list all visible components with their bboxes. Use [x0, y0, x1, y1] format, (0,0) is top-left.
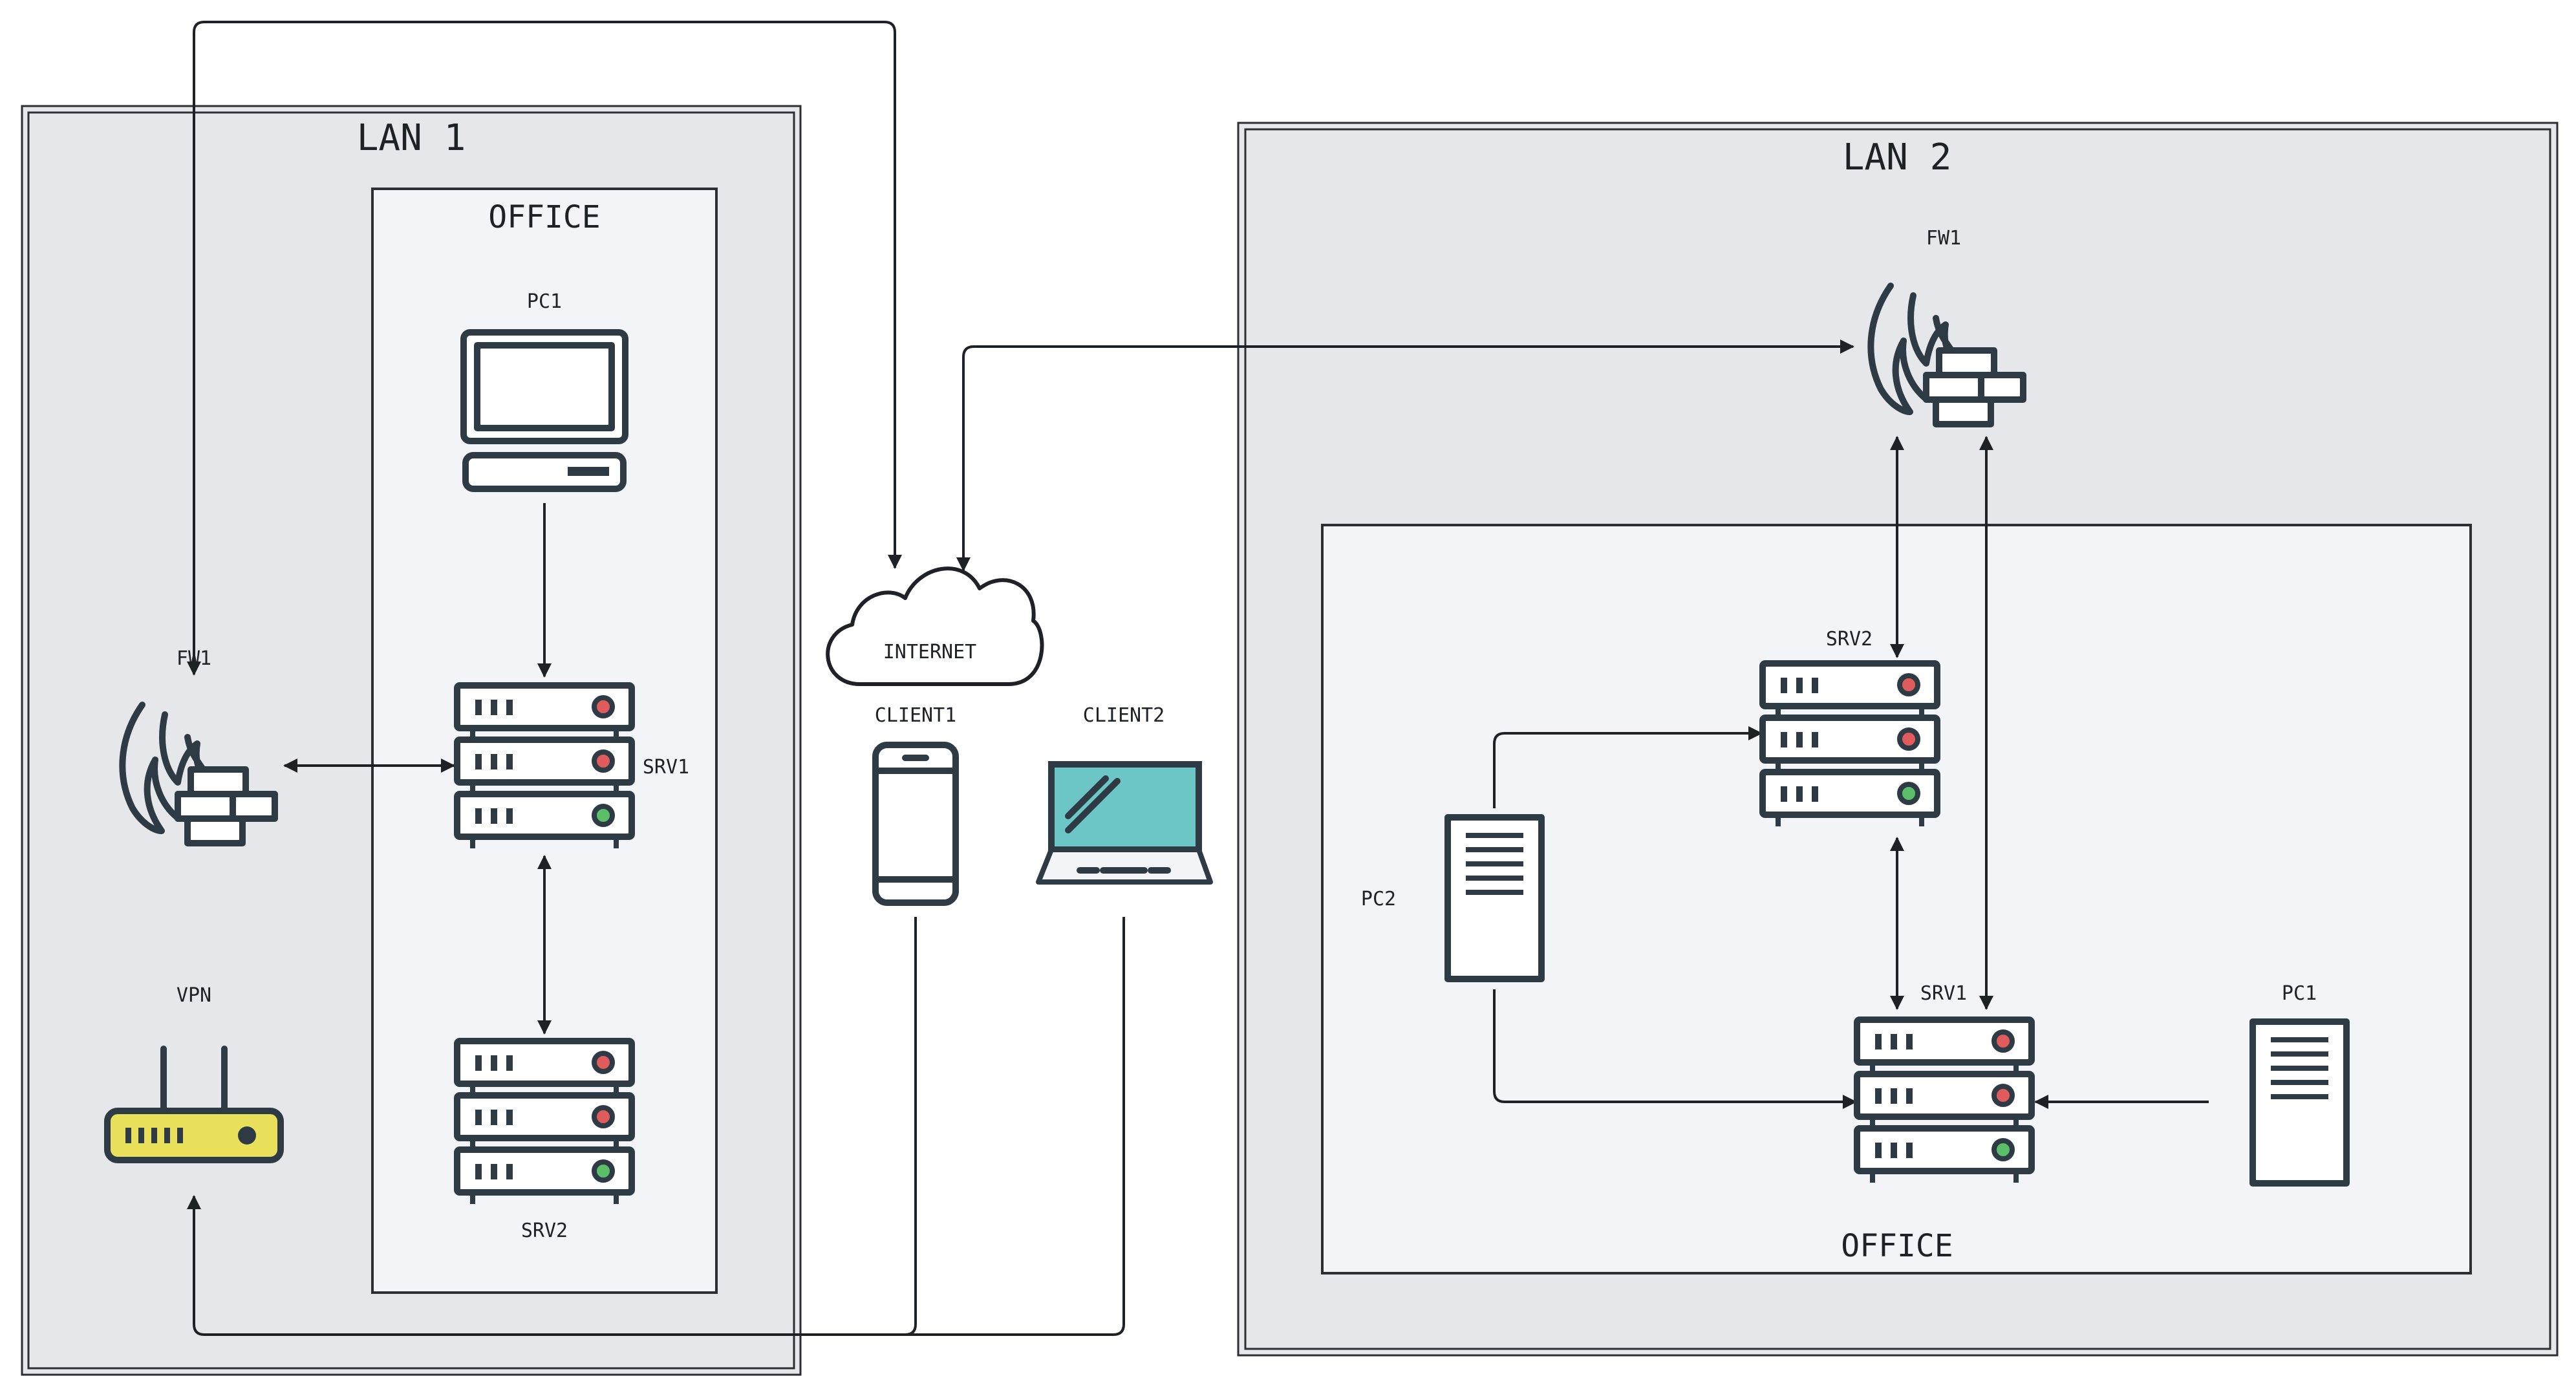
cloud-icon	[826, 566, 1044, 686]
client2[interactable]: CLIENT2	[1036, 704, 1213, 885]
lan2-srv2-label: SRV2	[1826, 628, 1873, 651]
connections	[187, 21, 2209, 1336]
router-icon	[104, 1046, 284, 1163]
lan2-pc2-label: PC2	[1361, 888, 1396, 910]
tower-pc-icon	[1448, 817, 1541, 979]
server-icon	[457, 685, 632, 848]
lan2-srv1[interactable]: SRV1	[1857, 982, 2032, 1183]
lan2-title: LAN 2	[1843, 136, 1952, 178]
lan2-office-title: OFFICE	[1841, 1228, 1953, 1264]
lan2-pc2[interactable]: PC2	[1361, 817, 1541, 979]
lan2-pc1[interactable]: PC1	[2253, 982, 2346, 1183]
server-icon	[457, 1041, 632, 1204]
lan1-vpn-label: VPN	[177, 984, 211, 1007]
lan1-fw1[interactable]: FW1	[122, 647, 275, 843]
client1-label: CLIENT1	[875, 704, 956, 727]
desktop-pc-icon	[460, 329, 628, 492]
lan1-pc1[interactable]: PC1	[460, 290, 628, 492]
internet-cloud[interactable]: INTERNET	[826, 566, 1044, 686]
edge-client1-vpn	[187, 917, 917, 1336]
edge-client2-vpn	[905, 917, 1125, 1336]
smartphone-icon	[872, 742, 959, 906]
lan2-srv1-label: SRV1	[1920, 982, 1967, 1005]
edge-lan2-pc2-srv2	[1493, 726, 1763, 808]
server-icon	[1857, 1020, 2032, 1183]
lan1-srv2[interactable]: SRV2	[457, 1041, 632, 1242]
lan2-fw1[interactable]: FW1	[1871, 227, 2023, 424]
edge-lan2-pc2-srv1	[1493, 989, 1857, 1109]
tower-pc-icon	[2253, 1022, 2346, 1183]
lan1-srv1[interactable]: SRV1	[457, 685, 689, 848]
lan1-vpn[interactable]: VPN	[104, 984, 284, 1163]
lan1-srv1-label: SRV1	[643, 756, 689, 779]
client1[interactable]: CLIENT1	[872, 704, 959, 906]
lan1-title: LAN 1	[357, 117, 466, 159]
lan2-srv2[interactable]: SRV2	[1763, 628, 1937, 826]
edge-fw1-internet	[187, 21, 902, 676]
client2-label: CLIENT2	[1083, 704, 1165, 727]
edge-internet-lan2-fw1	[956, 339, 1854, 572]
lan1-fw1-label: FW1	[177, 647, 211, 670]
lan1-pc1-label: PC1	[527, 290, 562, 313]
lan1-srv2-label: SRV2	[521, 1220, 568, 1242]
laptop-icon	[1036, 761, 1213, 885]
internet-label: INTERNET	[883, 641, 977, 663]
lan2-pc1-label: PC1	[2282, 982, 2317, 1005]
lan2-fw1-label: FW1	[1926, 227, 1961, 250]
lan1-office-title: OFFICE	[488, 199, 600, 235]
server-icon	[1763, 663, 1937, 826]
